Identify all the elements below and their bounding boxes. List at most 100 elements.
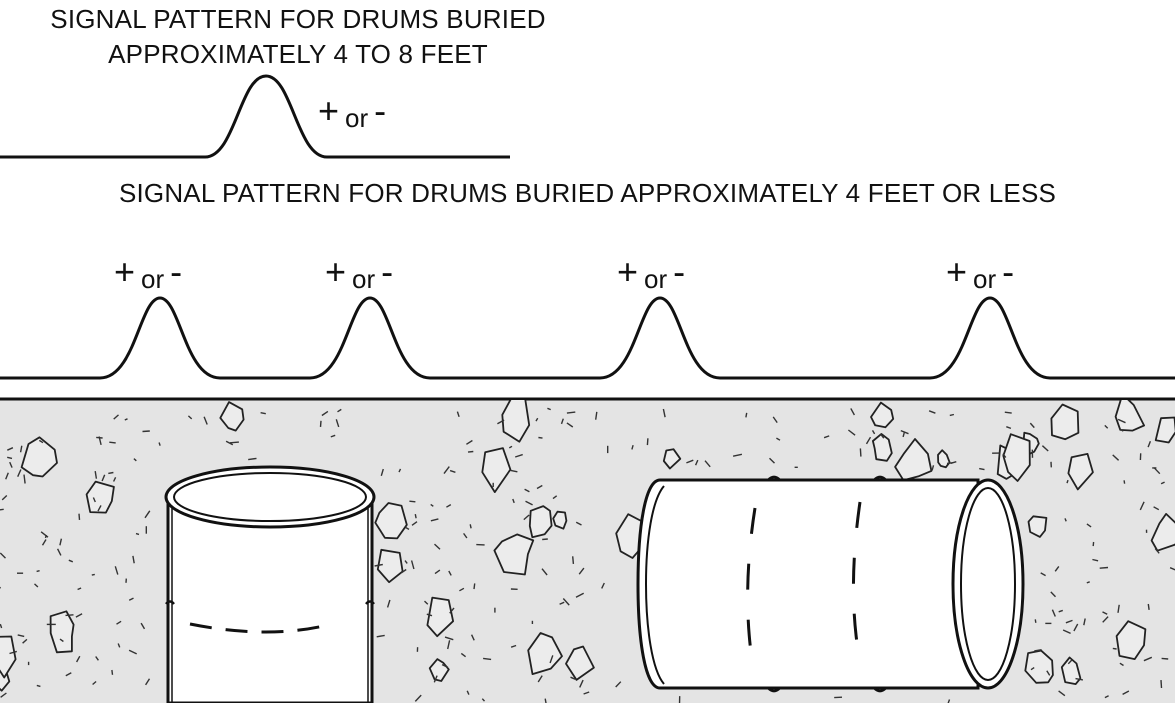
soil-grit <box>512 498 515 504</box>
soil-grit <box>704 460 711 468</box>
soil-grit <box>745 412 748 418</box>
soil-grit <box>7 447 14 451</box>
soil-grit <box>98 436 102 446</box>
soil-grit <box>68 559 74 563</box>
soil-grit <box>108 471 114 475</box>
soil-grit <box>97 505 102 512</box>
soil-grit <box>410 560 415 570</box>
soil-pebble <box>0 635 17 679</box>
soil-grit <box>456 411 460 418</box>
soil-grit <box>1067 659 1073 665</box>
soil-grit <box>549 655 554 664</box>
soil-grit <box>376 634 385 638</box>
soil-pebble <box>1050 403 1080 441</box>
soil-grit <box>1147 440 1152 448</box>
soil-grit <box>128 597 134 601</box>
soil-grit <box>109 441 116 444</box>
soil-grit <box>92 680 97 686</box>
soil-grit <box>662 408 666 418</box>
soil-grit <box>59 538 63 546</box>
drum-upright-icon <box>164 465 376 703</box>
soil-grit <box>1102 616 1109 623</box>
soil-grit <box>1034 649 1042 652</box>
soil-grit <box>1160 481 1165 485</box>
soil-grit <box>1153 467 1161 475</box>
caption-deep-line2: APPROXIMATELY 4 TO 8 FEET <box>108 39 488 69</box>
soil-grit <box>466 690 470 695</box>
soil-grit <box>769 457 775 464</box>
soil-pebble <box>565 645 595 681</box>
minus-sign: - <box>170 251 183 292</box>
soil-grit <box>0 508 4 511</box>
or-word: or <box>352 264 376 294</box>
soil-grit <box>229 441 239 444</box>
soil-grit <box>536 484 543 490</box>
soil-grit <box>879 433 885 439</box>
soil-pebble <box>376 548 404 584</box>
soil-grit <box>601 582 605 589</box>
soil-grit <box>124 418 128 421</box>
soil-grit <box>248 457 257 461</box>
soil-grit <box>524 488 530 493</box>
soil-grit <box>850 408 856 416</box>
soil-grit <box>1143 656 1153 662</box>
soil-grit <box>1104 424 1109 429</box>
soil-texture <box>0 400 1175 703</box>
soil-pebble <box>872 433 893 462</box>
soil-grit <box>483 657 492 661</box>
soil-grit <box>7 456 13 460</box>
or-word: or <box>345 103 369 133</box>
soil-grit <box>776 437 781 441</box>
soil-grit <box>1040 572 1046 577</box>
soil-grit <box>128 649 138 655</box>
soil-grit <box>823 435 830 439</box>
soil-grit <box>583 691 590 695</box>
soil-grit <box>1 494 8 501</box>
soil-grit <box>430 518 439 522</box>
soil-grit <box>1139 501 1145 511</box>
signal-curve-shallow <box>0 296 1175 380</box>
soil-grit <box>444 636 454 641</box>
soil-grit <box>116 620 122 625</box>
soil-grit <box>871 430 876 435</box>
soil-grit <box>572 556 575 564</box>
soil-grit <box>411 521 418 526</box>
soil-grit <box>865 436 872 445</box>
soil-grit <box>447 640 451 650</box>
soil-grit <box>559 601 565 605</box>
soil-pebble <box>426 596 454 638</box>
soil-pebble <box>219 401 245 432</box>
soil-grit <box>946 462 953 465</box>
soil-grit <box>1086 523 1092 528</box>
soil-grit <box>575 592 585 598</box>
soil-grit <box>575 521 582 526</box>
polarity-label-shallow-2: +or- <box>325 254 393 295</box>
drum-horizontal-icon <box>636 475 1025 693</box>
soil-grit <box>1154 548 1160 554</box>
soil-grit <box>409 500 416 503</box>
polarity-label-shallow-3: +or- <box>617 254 685 295</box>
soil-grit <box>514 453 523 458</box>
minus-sign: - <box>381 251 394 292</box>
soil-grit <box>1075 677 1084 681</box>
soil-grit <box>466 439 473 445</box>
soil-grit <box>470 634 475 641</box>
soil-grit <box>1112 647 1117 650</box>
soil-grit <box>94 470 98 479</box>
soil-grit <box>144 510 151 519</box>
soil-grit <box>448 570 452 576</box>
soil-grit <box>1119 662 1124 667</box>
soil-grit <box>949 413 955 417</box>
soil-grit <box>335 419 340 428</box>
soil-grit <box>449 607 455 614</box>
soil-grit <box>133 458 137 462</box>
soil-grit <box>449 469 456 473</box>
soil-grit <box>443 466 450 475</box>
soil-grit <box>473 583 476 590</box>
soil-grit <box>481 698 486 702</box>
plus-sign: + <box>318 90 340 131</box>
soil-grit <box>330 434 336 438</box>
soil-grit <box>117 643 121 648</box>
